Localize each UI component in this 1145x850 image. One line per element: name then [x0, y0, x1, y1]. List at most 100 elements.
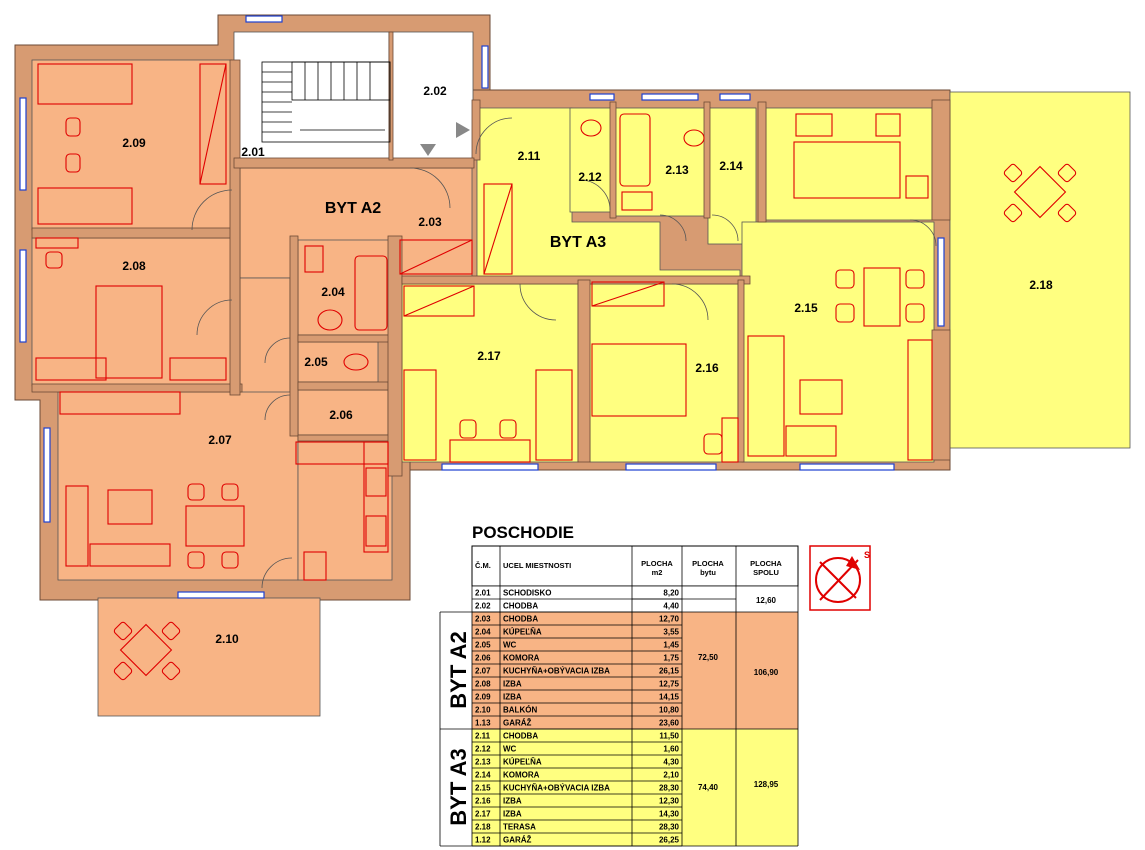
table-cell-area: 14,15 [659, 693, 680, 702]
table-cell-number: 2.06 [475, 654, 491, 663]
table-cell-number: 2.10 [475, 706, 491, 715]
table-cell-number: 2.03 [475, 615, 491, 624]
table-cell-use: WC [503, 745, 517, 754]
room-2-01 [233, 31, 390, 161]
room-2-14 [707, 107, 757, 245]
table-cell-area: 26,25 [659, 836, 680, 845]
room-2-18 [949, 91, 1131, 449]
a3-flat-area: 74,40 [698, 783, 719, 792]
table-cell-number: 2.07 [475, 667, 491, 676]
table-cell-number: 2.16 [475, 797, 491, 806]
room-label-2-12: 2.12 [578, 170, 602, 184]
th-total-1: PLOCHA [750, 559, 782, 568]
table-cell-use: IZBA [503, 680, 522, 689]
th-area-2: m2 [652, 568, 663, 577]
room-label-2-16: 2.16 [695, 361, 719, 375]
room-label-2-09: 2.09 [122, 136, 146, 150]
group-label-a3: BYT A3 [446, 748, 471, 825]
north-arrow-icon: S [809, 545, 871, 611]
internal-walls [31, 31, 951, 477]
room-label-2-13: 2.13 [665, 163, 689, 177]
table-cell-use: IZBA [503, 693, 522, 702]
table-cell-number: 2.14 [475, 771, 491, 780]
room-label-2-14: 2.14 [719, 159, 743, 173]
room-2-12 [569, 107, 613, 213]
th-total-2: SPOLU [753, 568, 779, 577]
table-cell-number: 1.13 [475, 719, 491, 728]
table-grid [439, 546, 799, 847]
table-cell-area: 2,10 [663, 771, 679, 780]
room-2-13 [613, 107, 707, 217]
table-cell-number: 2.05 [475, 641, 491, 650]
room-label-2-15: 2.15 [794, 301, 818, 315]
room-2-06 [297, 389, 389, 436]
room-labels: 2.09 2.08 2.01 2.02 2.03 2.04 2.05 2.06 … [122, 84, 1053, 646]
common-total: 12,60 [756, 596, 777, 605]
north-label: S [864, 550, 870, 560]
table-cell-number: 2.09 [475, 693, 491, 702]
table-cell-area: 28,30 [659, 784, 680, 793]
room-2-07-kitchen [297, 439, 393, 581]
apartment-label-a2: BYT A2 [325, 200, 381, 217]
table-cell-area: 3,55 [663, 628, 679, 637]
table-cell-number: 2.08 [475, 680, 491, 689]
table-cell-use: KUCHYŇA+OBÝVACIA IZBA [503, 784, 610, 793]
table-cell-use: BALKÓN [503, 706, 537, 715]
a2-total-area: 106,90 [754, 668, 779, 677]
room-label-2-02: 2.02 [423, 84, 447, 98]
a3-total-area: 128,95 [754, 780, 779, 789]
table-cell-number: 2.01 [475, 589, 491, 598]
table-cell-number: 2.12 [475, 745, 491, 754]
room-label-2-06: 2.06 [329, 408, 353, 422]
table-cell-use: GARÁŽ [503, 719, 532, 728]
table-cell-area: 12,70 [659, 615, 680, 624]
furniture [35, 63, 1077, 681]
th-flat-2: bytu [700, 568, 716, 577]
room-label-2-10: 2.10 [215, 632, 239, 646]
windows [19, 15, 945, 599]
table-cell-use: SCHODISKO [503, 589, 551, 598]
table-cell-number: 2.18 [475, 823, 491, 832]
table-cell-number: 1.12 [475, 836, 491, 845]
table-cell-area: 11,50 [659, 732, 679, 741]
table-cell-use: CHODBA [503, 732, 538, 741]
th-flat-1: PLOCHA [692, 559, 724, 568]
table-cell-use: KOMORA [503, 771, 540, 780]
table-cell-area: 1,75 [663, 654, 679, 663]
room-label-2-01: 2.01 [241, 145, 265, 159]
doors [191, 117, 937, 589]
room-2-10 [97, 597, 321, 717]
table-cell-use: KÚPEĽŇA [503, 628, 542, 637]
a2-flat-area: 72,50 [698, 653, 719, 662]
apartment-label-a3: BYT A3 [550, 234, 606, 251]
table-cell-use: CHODBA [503, 602, 538, 611]
table-cell-area: 10,80 [659, 706, 680, 715]
table-cell-use: KUCHYŇA+OBÝVACIA IZBA [503, 667, 610, 676]
floor-title: POSCHODIE [472, 523, 574, 542]
table-cell-use: IZBA [503, 810, 522, 819]
table-cell-number: 2.17 [475, 810, 491, 819]
room-label-2-17: 2.17 [477, 349, 501, 363]
room-label-2-11: 2.11 [518, 149, 541, 163]
table-cell-number: 2.11 [475, 732, 491, 741]
table-cell-area: 14,30 [659, 810, 680, 819]
common-floors [233, 31, 474, 161]
table-cell-area: 4,40 [663, 602, 679, 611]
room-label-2-07: 2.07 [208, 433, 232, 447]
room-label-2-08: 2.08 [122, 259, 146, 273]
room-label-2-18: 2.18 [1029, 278, 1053, 292]
table-cell-use: CHODBA [503, 615, 538, 624]
th-cm: Č.M. [475, 561, 491, 570]
room-2-07 [57, 391, 299, 581]
apartment-a2-floors [31, 59, 473, 717]
room-label-2-04: 2.04 [321, 285, 345, 299]
table-cell-area: 12,75 [659, 680, 680, 689]
room-2-15-kitchen [765, 107, 933, 221]
table-cell-use: IZBA [503, 797, 522, 806]
room-label-2-03: 2.03 [418, 215, 442, 229]
room-2-15 [741, 221, 935, 463]
table-cell-area: 4,30 [663, 758, 679, 767]
room-2-16 [589, 283, 739, 463]
table-cell-use: WC [503, 641, 517, 650]
